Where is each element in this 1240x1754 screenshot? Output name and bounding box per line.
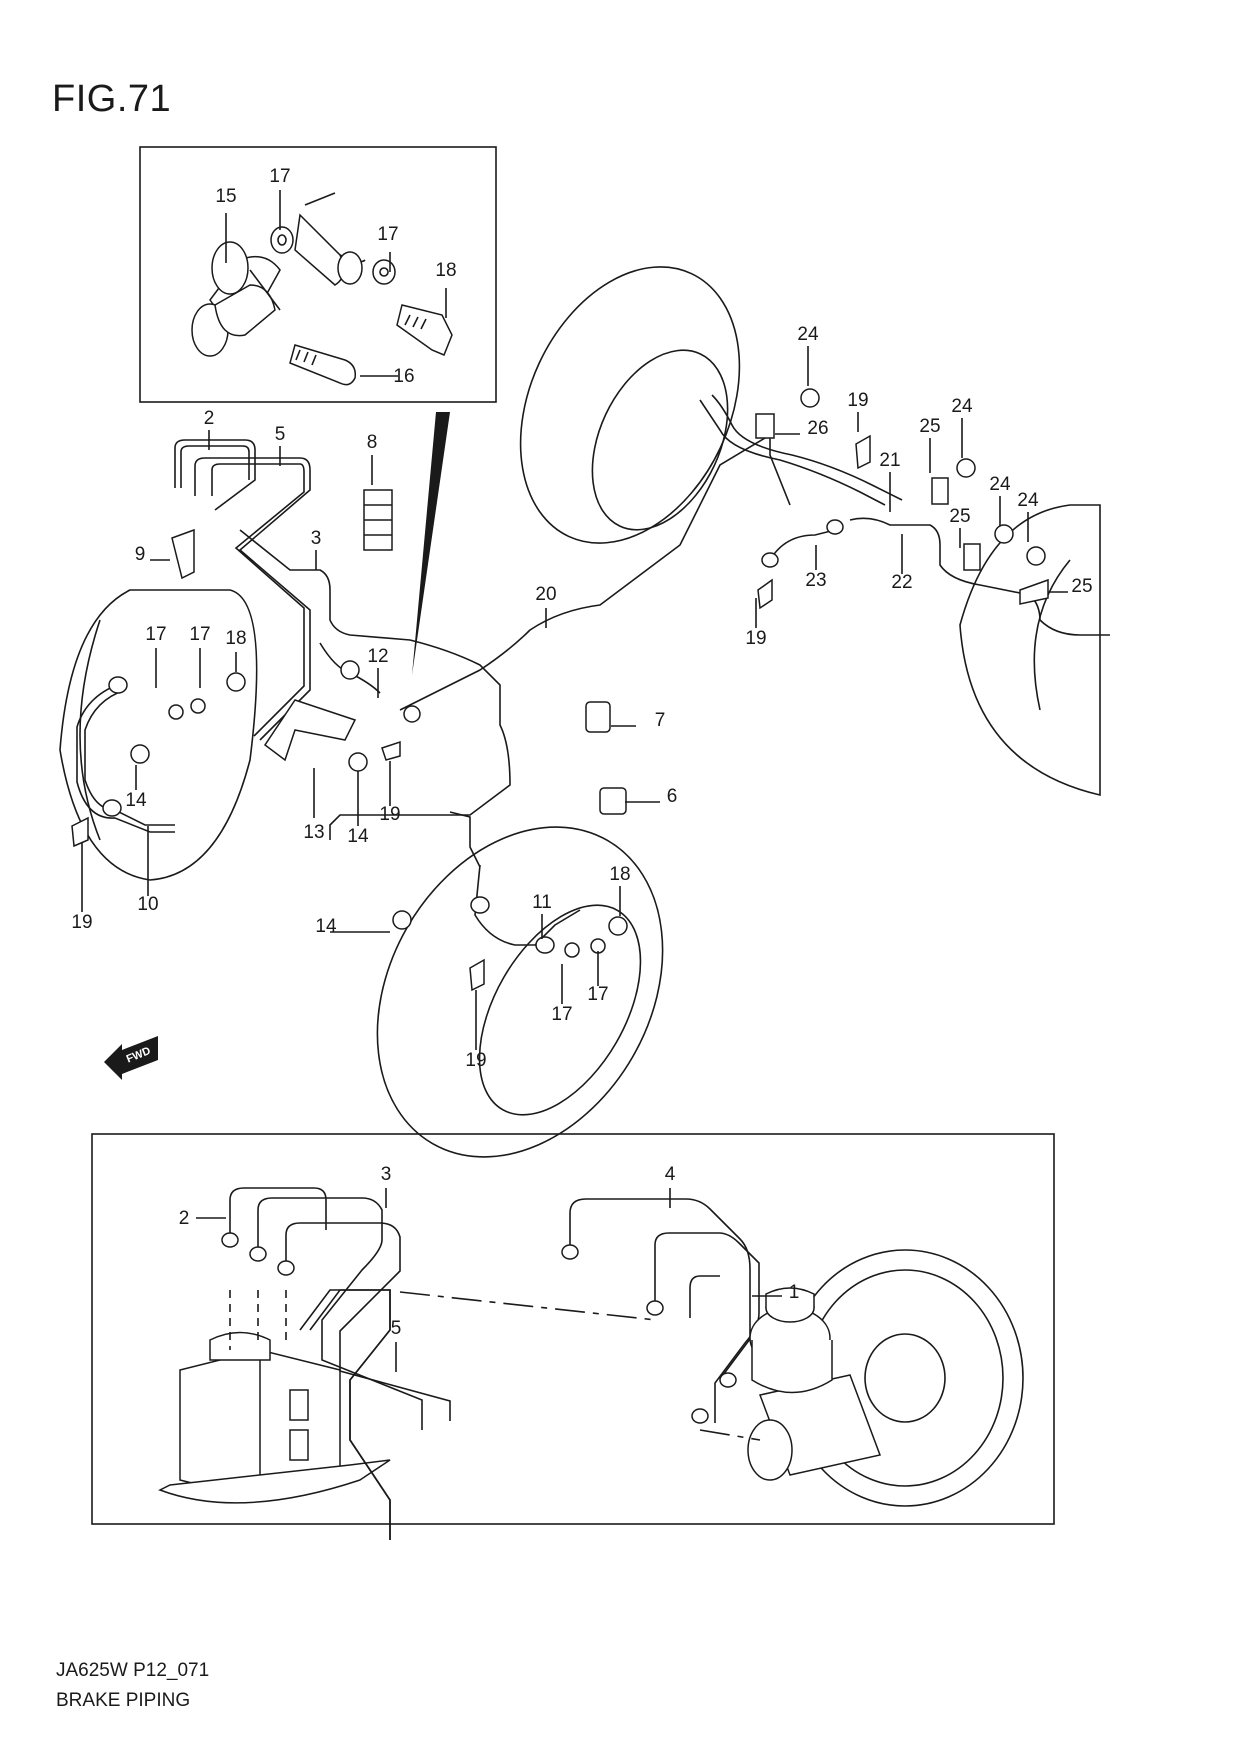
callout-25a: 25 xyxy=(919,416,940,437)
detail-pointer-wedge xyxy=(412,412,450,675)
brake-hose-23 xyxy=(761,519,844,568)
callout-4: 4 xyxy=(665,1164,676,1185)
abs-hydraulic-unit xyxy=(158,1290,391,1504)
rear-right-wheel xyxy=(959,504,1101,797)
callout-18c: 18 xyxy=(609,864,630,885)
callout-19d: 19 xyxy=(847,390,868,411)
callout-23: 23 xyxy=(805,570,826,591)
callout-24d: 24 xyxy=(1017,490,1039,511)
callout-21: 21 xyxy=(879,450,900,471)
bottom-detail-frame xyxy=(91,1133,1055,1525)
bottom-detail xyxy=(91,1133,1055,1540)
callout-13: 13 xyxy=(303,822,324,843)
pipe-to-front-right xyxy=(449,811,481,868)
callout-22: 22 xyxy=(891,572,912,593)
callout-17b: 17 xyxy=(377,224,398,245)
figure-title: FIG.71 xyxy=(52,78,172,120)
leader-lines xyxy=(81,346,1068,1050)
brake-pipe-3 xyxy=(239,529,511,840)
washer-17-lower xyxy=(372,259,396,285)
callout-17d: 17 xyxy=(189,624,210,645)
detail-inset-frame xyxy=(139,146,497,403)
brake-pipe-2 xyxy=(174,439,256,511)
bolts-14-18-washers xyxy=(130,672,628,958)
callout-14c: 14 xyxy=(315,916,337,937)
drawing-code: JA625W P12_071 xyxy=(56,1660,210,1681)
washer-17-upper xyxy=(270,226,294,254)
callout-19b: 19 xyxy=(71,912,92,933)
callout-18b: 18 xyxy=(225,628,246,649)
brake-pipes-1-4 xyxy=(561,1198,760,1424)
clip-7 xyxy=(585,701,611,733)
callout-19c: 19 xyxy=(465,1050,486,1071)
brake-pipe-22 xyxy=(849,517,1110,636)
brake-hose-11 xyxy=(470,864,581,954)
callout-19e: 19 xyxy=(745,628,766,649)
callout-18a: 18 xyxy=(435,260,456,281)
callout-7: 7 xyxy=(655,710,666,731)
clips-19 xyxy=(71,434,871,992)
callout-16: 16 xyxy=(393,366,414,387)
callout-2a: 2 xyxy=(204,408,215,429)
callout-6: 6 xyxy=(667,786,678,807)
master-cylinder-reservoir xyxy=(747,1287,882,1481)
callout-5a: 5 xyxy=(275,424,286,445)
callout-12: 12 xyxy=(367,646,388,667)
bracket-13 xyxy=(263,699,357,762)
union-12 xyxy=(340,660,421,723)
callout-2b: 2 xyxy=(179,1208,190,1229)
brake-pipes-2-3-5 xyxy=(221,1187,451,1540)
callout-9: 9 xyxy=(135,544,146,565)
front-right-wheel xyxy=(376,826,664,1158)
brake-hose-end xyxy=(294,192,366,286)
forward-arrow-icon: FWD xyxy=(104,1036,158,1080)
callout-14b: 14 xyxy=(347,826,369,847)
callout-24b: 24 xyxy=(951,396,973,417)
callout-3a: 3 xyxy=(311,528,322,549)
callout-10: 10 xyxy=(137,894,158,915)
callout-26: 26 xyxy=(807,418,828,439)
callout-5b: 5 xyxy=(391,1318,402,1339)
bottom-leader-lines xyxy=(196,1188,782,1372)
bolt-16 xyxy=(289,344,357,386)
callout-14a: 14 xyxy=(125,790,147,811)
callout-17c: 17 xyxy=(145,624,166,645)
clip-9 xyxy=(171,528,195,580)
clamp-8 xyxy=(363,489,393,551)
callout-3b: 3 xyxy=(381,1164,392,1185)
callout-17f: 17 xyxy=(587,984,608,1005)
rear-left-wheel xyxy=(519,266,741,544)
callout-1: 1 xyxy=(789,1282,800,1303)
callout-15: 15 xyxy=(215,186,236,207)
callout-17a: 17 xyxy=(269,166,290,187)
callout-19a: 19 xyxy=(379,804,400,825)
callout-17e: 17 xyxy=(551,1004,572,1025)
clip-6 xyxy=(599,787,627,815)
brake-pipe-5 xyxy=(194,457,311,741)
bottom-dashed-links xyxy=(399,1291,761,1441)
callout-24a: 24 xyxy=(797,324,819,345)
brake-hose-union-15 xyxy=(191,241,281,357)
callout-8: 8 xyxy=(367,432,378,453)
callout-25c: 25 xyxy=(1071,576,1092,597)
union-bolt-18 xyxy=(396,304,453,356)
clips-25-26-bolts-24 xyxy=(755,388,1049,605)
drawing-name: BRAKE PIPING xyxy=(56,1690,191,1711)
brake-pipe-21 xyxy=(699,394,903,506)
detail-inset xyxy=(139,146,497,403)
brake-hose-10 xyxy=(76,676,175,833)
callout-20: 20 xyxy=(535,584,556,605)
callout-24c: 24 xyxy=(989,474,1011,495)
callout-11: 11 xyxy=(532,892,552,913)
callout-25b: 25 xyxy=(949,506,970,527)
